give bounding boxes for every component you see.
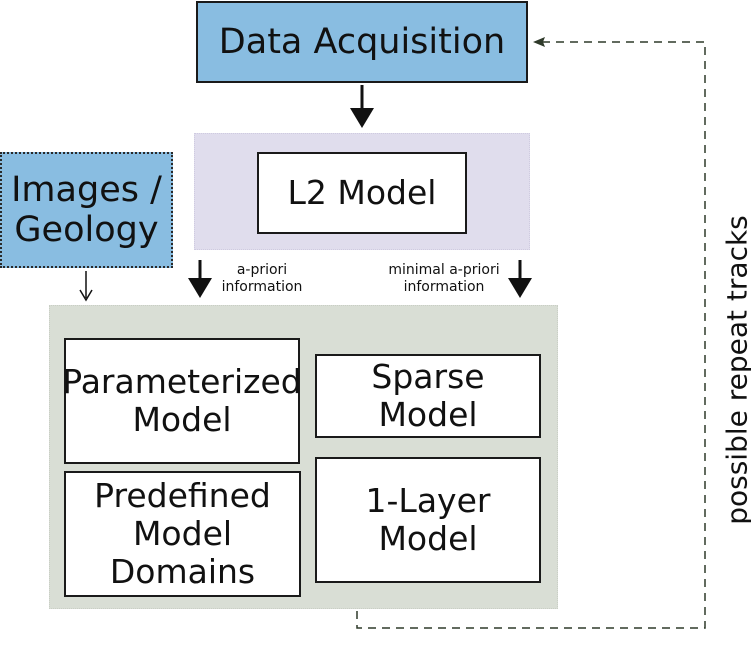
images-geology-node: Images / Geology	[0, 152, 173, 268]
l2-model-node: L2 Model	[257, 152, 467, 234]
sparse-model-label: Sparse Model	[371, 357, 485, 434]
parameterized-model-line-2: Model	[132, 400, 232, 439]
arrow-minimal-a-priori	[508, 260, 532, 298]
one-layer-model-node: 1-Layer Model	[315, 457, 541, 583]
a-priori-line-1: a-priori	[236, 262, 288, 278]
images-geology-line-2: Geology	[14, 210, 159, 250]
images-geology-line-1: Images /	[11, 169, 162, 210]
arrow-a-priori-head	[188, 278, 212, 298]
arrow-images-to-models	[79, 271, 93, 302]
predefined-domains-line-2: Model Domains	[109, 514, 256, 591]
repeat-tracks-dashed-line	[356, 41, 706, 629]
arrow-images-to-models-head	[79, 289, 93, 302]
arrow-a-priori	[188, 260, 212, 298]
l2-model-label: L2 Model	[287, 173, 437, 213]
data-acquisition-node: Data Acquisition	[196, 1, 528, 83]
a-priori-label: a-priori information	[212, 262, 312, 296]
repeat-tracks-arrowhead	[533, 37, 545, 47]
predefined-domains-line-1: Predefined	[94, 476, 271, 516]
minimal-a-priori-label: minimal a-priori information	[378, 262, 510, 296]
repeat-tracks-loop	[356, 37, 706, 629]
one-layer-model-line-1: 1-Layer	[365, 481, 491, 521]
a-priori-line-2: information	[221, 278, 303, 295]
minimal-a-priori-line-2: information	[403, 278, 485, 295]
arrow-acq-to-l2-head	[350, 108, 374, 128]
arrow-acq-to-l2	[350, 85, 374, 128]
parameterized-model-line-1: Parameterized	[62, 362, 302, 402]
arrow-minimal-a-priori-head	[508, 278, 532, 298]
sparse-model-node: Sparse Model	[315, 354, 541, 438]
data-acquisition-label: Data Acquisition	[218, 21, 506, 62]
minimal-a-priori-line-1: minimal a-priori	[388, 262, 500, 278]
one-layer-model-line-2: Model	[378, 519, 478, 558]
parameterized-model-node: Parameterized Model	[62, 338, 302, 464]
predefined-domains-node: Predefined Model Domains	[64, 471, 301, 597]
